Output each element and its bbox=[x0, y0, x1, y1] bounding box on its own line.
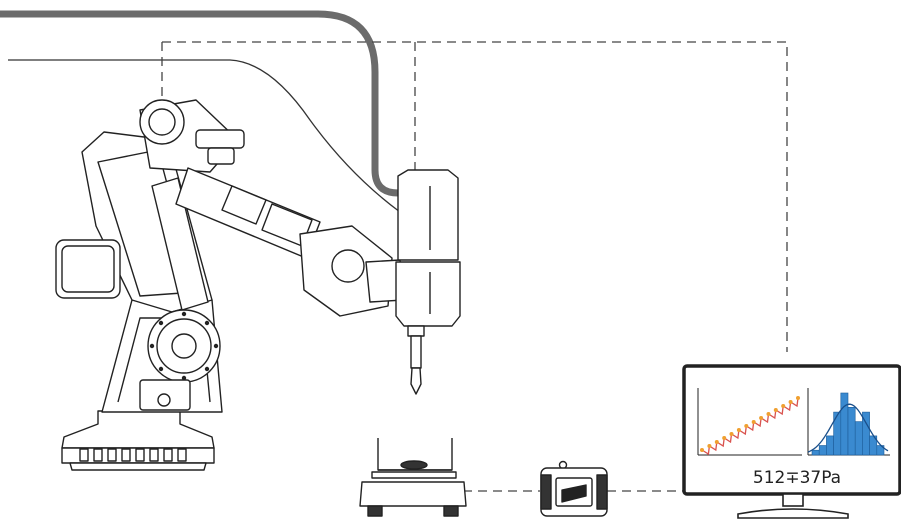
series-marker bbox=[722, 436, 727, 440]
histogram-bar bbox=[847, 406, 856, 456]
industrial-robot-icon bbox=[55, 99, 405, 471]
series-marker bbox=[707, 444, 712, 448]
series-marker bbox=[796, 396, 800, 400]
histogram-bar bbox=[854, 421, 863, 456]
series-marker bbox=[781, 404, 786, 408]
base-bolts bbox=[79, 448, 187, 462]
histogram-bar bbox=[818, 445, 827, 456]
histogram-bar bbox=[811, 449, 820, 456]
series-marker bbox=[729, 432, 734, 436]
dispensing-nozzle-icon bbox=[395, 169, 461, 395]
histogram-plot bbox=[807, 388, 890, 456]
histogram-bar bbox=[840, 392, 849, 456]
weighing-scale-icon bbox=[359, 438, 467, 517]
measurement-readout: 512∓37Pa bbox=[753, 468, 841, 488]
histogram-bar bbox=[826, 435, 834, 456]
signal-lines bbox=[161, 41, 788, 492]
series-line bbox=[701, 397, 799, 456]
series-marker bbox=[736, 428, 741, 432]
series-marker bbox=[773, 408, 778, 412]
series-marker bbox=[700, 448, 704, 452]
series-marker bbox=[714, 440, 719, 444]
supply-hose bbox=[0, 10, 414, 197]
monitor-icon: 512∓37Pa bbox=[682, 364, 901, 519]
deposited-sample bbox=[400, 460, 428, 470]
series-marker bbox=[788, 400, 793, 404]
time-series-plot bbox=[697, 388, 802, 456]
series-marker bbox=[744, 424, 749, 428]
joint-bolts bbox=[149, 311, 219, 381]
series-marker bbox=[759, 416, 764, 420]
histogram-fit-curve bbox=[807, 403, 889, 453]
data-acquisition-device-icon bbox=[540, 460, 608, 517]
series-marker bbox=[751, 420, 756, 424]
series-marker bbox=[766, 412, 771, 416]
histogram-bar bbox=[862, 411, 870, 456]
thin-cable bbox=[8, 59, 401, 213]
